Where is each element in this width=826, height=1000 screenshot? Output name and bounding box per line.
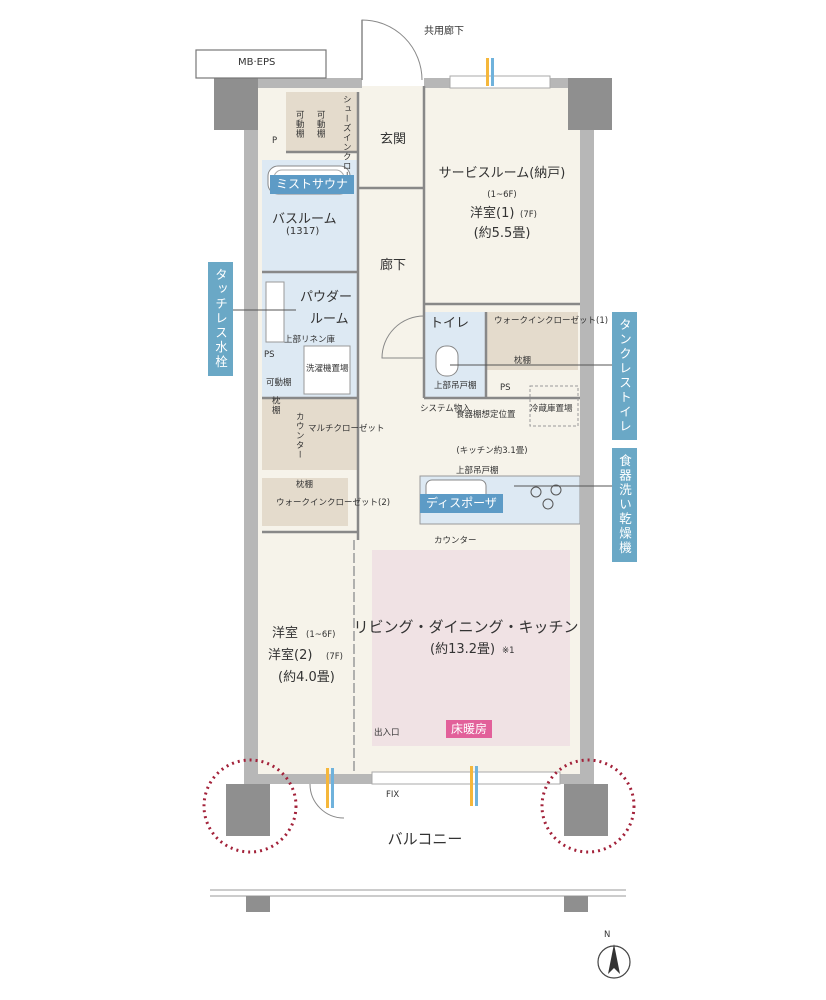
- bath-size-label: (1317): [286, 226, 320, 237]
- mb-eps-box: [195, 49, 327, 79]
- balcony-door: [309, 783, 345, 819]
- toilet-door: [381, 315, 425, 359]
- washer-space: [303, 345, 351, 395]
- pillow-shelf-2-label: 枕棚: [270, 396, 281, 415]
- western-2-size: (約4.0畳): [278, 670, 335, 685]
- dishwasher-tag: 食器洗い乾燥機: [612, 448, 637, 562]
- tankless-toilet-tag: タンクレストイレ: [612, 312, 637, 440]
- window-bottom: [371, 771, 561, 785]
- counter-1-label: カウンター: [294, 412, 305, 460]
- balcony-post-left: [246, 896, 270, 912]
- column-bottom-right: [564, 784, 608, 836]
- column-marker-right: [540, 758, 636, 854]
- shoe-closet-label: シューズインクローク: [341, 95, 352, 190]
- movable-shelf-label-2: 可動棚: [315, 110, 326, 139]
- system-box-label: システム物入: [420, 404, 471, 414]
- service-room-floors: (1~6F): [487, 190, 517, 200]
- window-accent-top-blue: [491, 58, 494, 86]
- ldk-label: リビング・ダイニング・キッチン: [353, 618, 579, 636]
- ldk-note-label: ※1: [502, 646, 515, 656]
- burner-2: [550, 484, 562, 496]
- western-2a-label: 洋室: [272, 626, 299, 641]
- bathroom-label: バスルーム: [272, 212, 337, 227]
- entry-exit-label: 出入口: [374, 728, 400, 738]
- balcony-label: バルコニー: [387, 830, 463, 848]
- counter-2-label: カウンター: [434, 536, 477, 546]
- pillow-shelf-1-label: 枕棚: [514, 356, 532, 366]
- linen-closet-label: 上部リネン庫: [284, 335, 336, 345]
- upper-cabinet-label: 上部吊戸棚: [434, 381, 477, 391]
- western-2b-label: 洋室(2): [268, 648, 313, 663]
- window-accent-left: [326, 768, 329, 808]
- multi-closet-area: [262, 398, 358, 470]
- column-top-left: [214, 78, 258, 130]
- burner-1: [530, 486, 542, 498]
- hallway-label: 廊下: [380, 258, 407, 273]
- shoe-closet-area: [286, 92, 358, 152]
- column-bottom-left: [226, 784, 270, 836]
- ps-label-2: PS: [500, 383, 511, 393]
- outer-wall-right: [580, 84, 594, 776]
- window-accent-bottom-blue: [475, 766, 478, 806]
- window-accent-top: [486, 58, 489, 86]
- window-accent-left-blue: [331, 768, 334, 808]
- western-2a-floor: (1~6F): [306, 630, 336, 640]
- movable-shelf-label-1: 可動棚: [294, 110, 305, 139]
- fridge-space-label: 冷蔵庫置場: [530, 404, 573, 414]
- walkin-closet-1-label: ウォークインクローゼット(1): [494, 316, 609, 326]
- north-arrow: [608, 944, 620, 974]
- pillow-shelf-3-label: 枕棚: [296, 480, 314, 490]
- western-1-size: (約5.5畳): [473, 226, 531, 241]
- floor-heating-zone: [372, 550, 570, 746]
- mb-eps-label: MB·EPS: [238, 57, 276, 68]
- fix-label: FIX: [386, 790, 400, 800]
- multi-closet-label: マルチクローゼット: [308, 424, 385, 434]
- ldk-size-label: (約13.2畳): [430, 642, 496, 657]
- window-top: [449, 75, 551, 89]
- window-accent-bottom: [470, 766, 473, 806]
- powder-room-label-1: パウダー: [300, 290, 353, 305]
- walkin-closet-2-area: [262, 478, 348, 526]
- north-label: N: [604, 930, 611, 940]
- service-room-label: サービスルーム(納戸): [438, 166, 566, 181]
- washbasin: [265, 281, 285, 343]
- touchless-faucet-tag: タッチレス水栓: [208, 262, 233, 376]
- upper-cabinet-label-2: 上部吊戸棚: [456, 466, 499, 476]
- toilet-seat: [435, 345, 459, 377]
- p-label: P: [272, 136, 278, 146]
- top-wall-left: [244, 78, 362, 88]
- ps-label-1: PS: [264, 350, 275, 360]
- walkin-closet-2-label: ウォークインクローゼット(2): [276, 498, 391, 508]
- kitchen-size-label: (キッチン約3.1畳): [456, 446, 528, 456]
- balcony-post-right: [564, 896, 588, 912]
- western-1-floor: (7F): [520, 210, 537, 220]
- washer-space-label: 洗濯機置場: [306, 364, 349, 374]
- fridge-box: [529, 385, 579, 427]
- outer-wall-left: [244, 84, 258, 776]
- toilet-label: トイレ: [430, 316, 470, 331]
- entrance-door: [361, 19, 423, 81]
- western-1-label: 洋室(1): [470, 206, 515, 221]
- disposer-tag: ディスポーザ: [420, 494, 503, 513]
- burner-3: [542, 498, 554, 510]
- mist-sauna-tag: ミストサウナ: [270, 175, 355, 194]
- common-corridor-label: 共用廊下: [424, 26, 464, 37]
- column-top-right: [568, 78, 612, 130]
- floor-heating-tag: 床暖房: [446, 720, 493, 738]
- entrance-label: 玄関: [380, 132, 407, 147]
- dish-shelf-label: 食器棚想定位置: [456, 410, 516, 420]
- column-marker-left: [202, 758, 298, 854]
- movable-shelf-label-3: 可動棚: [266, 378, 292, 388]
- western-2b-floor: (7F): [326, 652, 343, 662]
- walkin-closet-1-area: [486, 312, 578, 370]
- powder-room-label-2: ルーム: [310, 312, 349, 327]
